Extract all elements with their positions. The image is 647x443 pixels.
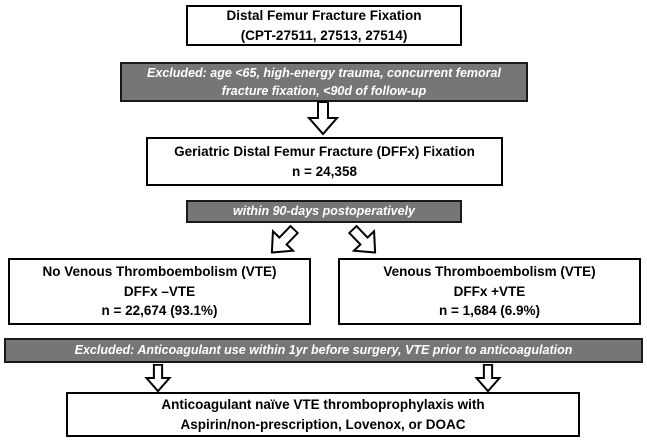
no-vte-n: n = 22,674 (93.1%): [101, 303, 218, 319]
geriatric-box-n: n = 24,358: [292, 163, 357, 179]
cohort-box-geriatric-dffx: Geriatric Distal Femur Fracture (DFFx) F…: [146, 137, 503, 186]
vte-title: Venous Thromboembolism (VTE): [383, 264, 596, 280]
exclusion-bar-1: Excluded: age <65, high-energy trauma, c…: [120, 62, 528, 102]
outcome-box-vte: Venous Thromboembolism (VTE) DFFx +VTE n…: [338, 258, 641, 325]
down-arrow-icon: [307, 100, 339, 136]
down-left-arrow-icon: [260, 218, 307, 265]
cohort-box-cpt-codes: (CPT-27511, 27513, 27514): [240, 27, 408, 43]
vte-label: DFFx +VTE: [453, 283, 526, 299]
final-box-line2: Aspirin/non-prescription, Lovenox, or DO…: [180, 416, 466, 432]
timing-bar-text: within 90-days postoperatively: [233, 204, 415, 219]
exclusion-bar-1-text: Excluded: age <65, high-energy trauma, c…: [147, 65, 501, 98]
final-box-thromboprophylaxis: Anticoagulant naïve VTE thromboprophylax…: [66, 392, 580, 437]
no-vte-title: No Venous Thromboembolism (VTE): [42, 264, 277, 280]
no-vte-label: DFFx –VTE: [123, 283, 196, 299]
down-right-arrow-icon: [341, 218, 388, 265]
geriatric-box-title: Geriatric Distal Femur Fracture (DFFx) F…: [174, 143, 475, 159]
down-arrow-left-icon: [143, 364, 173, 392]
cohort-box-title: Distal Femur Fracture Fixation: [226, 7, 422, 23]
exclusion-bar-2-text: Excluded: Anticoagulant use within 1yr b…: [74, 343, 573, 358]
vte-n: n = 1,684 (6.9%): [439, 303, 540, 319]
down-arrow-right-icon: [473, 364, 503, 392]
timing-bar: within 90-days postoperatively: [186, 200, 462, 223]
cohort-box-distal-femur: Distal Femur Fracture Fixation (CPT-2751…: [186, 5, 462, 46]
final-box-line1: Anticoagulant naïve VTE thromboprophylax…: [161, 396, 485, 412]
exclusion-bar-2: Excluded: Anticoagulant use within 1yr b…: [4, 338, 643, 363]
outcome-box-no-vte: No Venous Thromboembolism (VTE) DFFx –VT…: [8, 258, 311, 325]
